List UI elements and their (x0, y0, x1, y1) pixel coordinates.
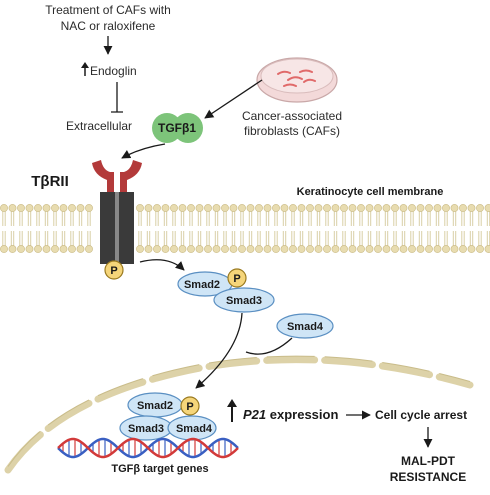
svg-text:P: P (186, 401, 193, 413)
nuclear-smad-complex: Smad2 P Smad3 Smad4 (119, 392, 217, 441)
resistance-label-line2: RESISTANCE (390, 470, 466, 484)
endoglin-label: Endoglin (90, 64, 137, 78)
caf-label-line1: Cancer-associated (242, 109, 342, 123)
caf-label-line2: fibroblasts (CAFs) (244, 124, 340, 138)
tbrii-receptor (92, 160, 142, 264)
extracellular-label: Extracellular (66, 119, 132, 133)
petri-dish-icon (256, 57, 338, 103)
tgfb1-label: TGFβ1 (158, 121, 196, 135)
svg-text:P: P (110, 265, 117, 277)
receptor-label: TβRII (31, 173, 69, 190)
svg-text:Smad3: Smad3 (128, 423, 164, 435)
svg-text:Smad2: Smad2 (137, 400, 173, 412)
treatment-label-line1: Treatment of CAFs with (45, 3, 171, 17)
svg-text:Smad3: Smad3 (226, 295, 262, 307)
resistance-label-line1: MAL-PDT (401, 454, 456, 468)
smad2-nuclear-phosphate (180, 396, 200, 416)
up-arrow-icon (81, 62, 89, 76)
up-arrow-icon (227, 399, 237, 422)
svg-text:P: P (233, 273, 240, 285)
dna-helix-icon (57, 437, 239, 459)
p21-expression-label: P21 expression (243, 407, 338, 422)
target-genes-label: TGFβ target genes (111, 463, 208, 475)
cell-membrane (0, 204, 490, 253)
tgfb1-to-receptor-arrow (121, 143, 166, 159)
tgfb1-ligand: TGFβ1 (152, 113, 203, 143)
smad3-cyto (213, 287, 275, 313)
receptor-to-smad-arrow (139, 259, 185, 271)
caf-to-tgfb1-arrow (204, 79, 263, 119)
smad4-cytoplasm: Smad4 (276, 313, 334, 339)
inhibition-line (111, 82, 123, 113)
smad2-phosphate (227, 268, 247, 288)
svg-text:Smad4: Smad4 (287, 321, 324, 333)
svg-text:Smad4: Smad4 (176, 423, 213, 435)
cell-cycle-arrest-label: Cell cycle arrest (375, 408, 467, 422)
smad-to-nucleus-arrow (195, 312, 243, 389)
svg-text:Smad2: Smad2 (184, 279, 220, 291)
receptor-phosphate: P (104, 260, 124, 280)
treatment-label-line2: NAC or raloxifene (61, 19, 156, 33)
smad2-smad3-complex: Smad2 P Smad3 (177, 268, 275, 313)
nuclear-envelope (4, 355, 474, 474)
membrane-label: Keratinocyte cell membrane (297, 186, 444, 198)
smad4-join-line (245, 337, 293, 355)
